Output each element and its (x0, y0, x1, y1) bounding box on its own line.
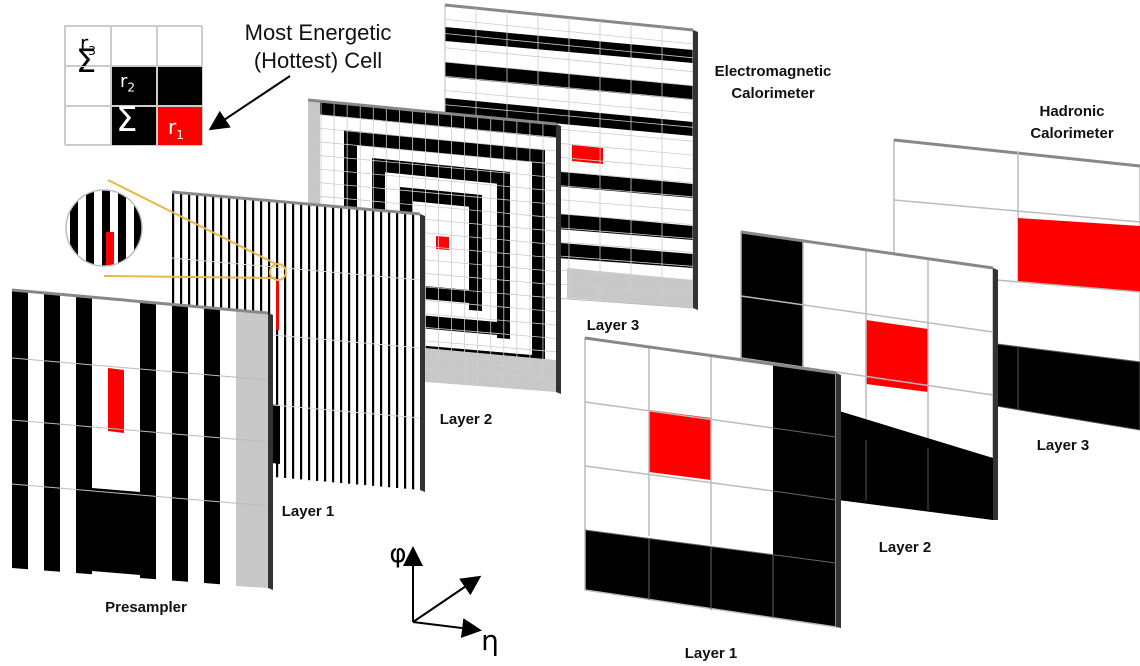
grid-line (307, 154, 557, 178)
zoom-magnifier (65, 179, 287, 281)
hadronic-calorimeter-title-2: Calorimeter (1030, 125, 1114, 142)
grid-line (307, 126, 557, 152)
legend-cell (65, 106, 111, 146)
presampler-strip (140, 301, 156, 580)
strip (412, 213, 415, 490)
r2-label: r2 (120, 71, 136, 95)
sigma-outer: Σ (76, 42, 97, 80)
strip (292, 202, 295, 479)
presampler-strip (172, 304, 188, 582)
legend-cell (111, 26, 157, 66)
grid-line (444, 18, 694, 45)
r1-label: r1 (168, 115, 184, 142)
hot-cell (108, 368, 124, 433)
em-layer-1-label: Layer 1 (282, 503, 335, 520)
legend-cell (157, 26, 203, 66)
legend-cell: Σ (111, 100, 157, 146)
presampler-strip (44, 292, 60, 572)
strip (308, 204, 311, 481)
hadronic-layer-1 (584, 336, 841, 628)
legend-hot-cell: r1 (157, 106, 203, 146)
presampler-strip (12, 290, 28, 570)
had-layer-3-label: Layer 3 (1037, 437, 1090, 454)
grid-line (307, 194, 557, 219)
had-layer-2-label: Layer 2 (879, 539, 932, 556)
hadronic-calorimeter-title-1: Hadronic (1039, 103, 1104, 120)
strip (404, 212, 407, 489)
hot-cell (649, 410, 711, 480)
grid-line (444, 61, 694, 86)
annotation-arrow (208, 75, 291, 131)
strip (396, 211, 399, 489)
legend-cell: r2 (111, 66, 157, 106)
eta-axis-label: η (481, 624, 499, 657)
had-layer-1-label: Layer 1 (685, 645, 738, 662)
strip (372, 209, 375, 486)
em-layer-2-label: Layer 2 (440, 411, 493, 428)
annotation-line-2: (Hottest) Cell (254, 48, 382, 73)
em-layer-3-label: Layer 3 (587, 317, 640, 334)
strip (388, 211, 391, 488)
em-calorimeter-title-2: Calorimeter (731, 85, 815, 102)
hot-strip (276, 280, 279, 330)
presampler-label: Presampler (105, 599, 187, 616)
grid-line (444, 90, 694, 114)
hot-cell (866, 320, 928, 392)
grid-line (307, 140, 557, 165)
hot-cell (436, 236, 449, 250)
r3-label: r3 (80, 31, 96, 58)
strip (300, 203, 303, 480)
grid-line (444, 33, 694, 59)
presampler-strip (76, 295, 92, 575)
cluster-legend: r3 Σ r2 Σ r1 (64, 25, 203, 146)
presampler-strip (204, 307, 220, 585)
strip (356, 208, 359, 485)
strip (364, 209, 367, 486)
strip (332, 206, 335, 483)
grid-line (444, 104, 694, 128)
strip (316, 204, 319, 481)
strip (284, 201, 287, 479)
legend-cell: r3 Σ (65, 26, 111, 77)
grid-line (444, 47, 694, 73)
legend-cell (65, 66, 111, 106)
annotation-line-1: Most Energetic (245, 20, 392, 45)
strip (324, 205, 327, 482)
em-calorimeter-title-1: Electromagnetic (715, 63, 832, 80)
hot-cell (1018, 218, 1140, 292)
axes: φ η (389, 539, 498, 657)
grid-line (307, 167, 557, 192)
phi-axis-label: φ (389, 539, 406, 569)
strip (340, 206, 343, 484)
grid-line (444, 75, 694, 100)
sigma-inner: Σ (116, 100, 138, 140)
grid-line (307, 181, 557, 205)
strip (348, 207, 351, 484)
strip (380, 210, 383, 487)
presampler (11, 288, 273, 590)
grid-line (307, 113, 557, 138)
legend-cell (157, 66, 203, 106)
